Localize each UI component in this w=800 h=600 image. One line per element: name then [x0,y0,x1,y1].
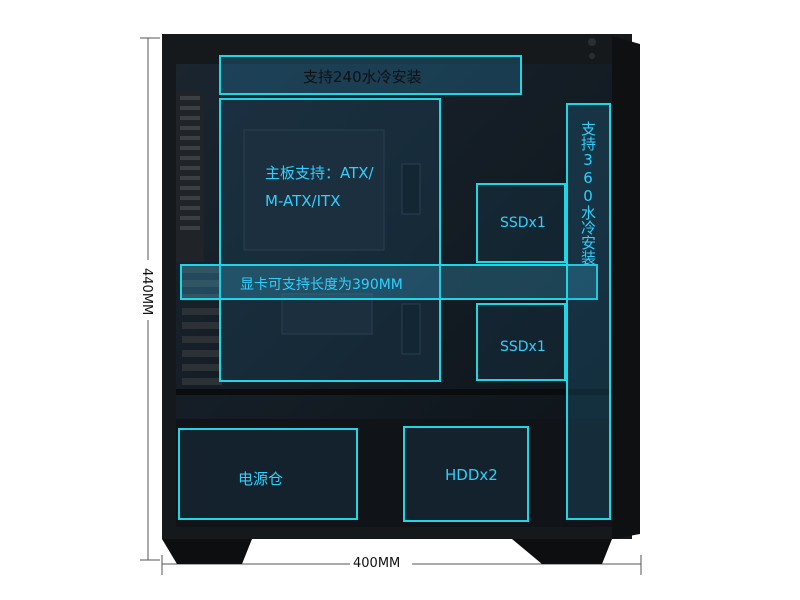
hdd-zone: HDDx2 [403,426,529,522]
gpu-length-label: 显卡可支持长度为390MM [240,277,403,293]
pc-case-illustration [162,34,640,564]
height-dimension-label: 440MM [139,268,154,316]
ssd-lower-zone: SSDx1 [476,303,566,381]
width-dimension-label: 400MM [353,556,401,571]
ssd-upper-zone: SSDx1 [476,183,566,263]
motherboard-zone: 主板支持：ATX/ M-ATX/ITX [219,98,441,382]
hdd-label: HDDx2 [445,466,498,484]
radiator-240-zone: 支持240水冷安装 [219,55,522,95]
motherboard-label-line1: 主板支持：ATX/ [265,164,374,182]
psu-zone: 电源仓 [178,428,358,520]
psu-label: 电源仓 [238,470,284,488]
radiator-240-label: 支持240水冷安装 [303,68,422,86]
radiator-360-label: 支持360水冷安装 [579,121,597,265]
gpu-length-zone: 显卡可支持长度为390MM [180,264,598,300]
motherboard-label-line2: M-ATX/ITX [265,192,341,210]
ssd-upper-label: SSDx1 [500,215,546,231]
ssd-lower-label: SSDx1 [500,339,546,355]
radiator-360-zone: 支持360水冷安装 [566,103,611,520]
